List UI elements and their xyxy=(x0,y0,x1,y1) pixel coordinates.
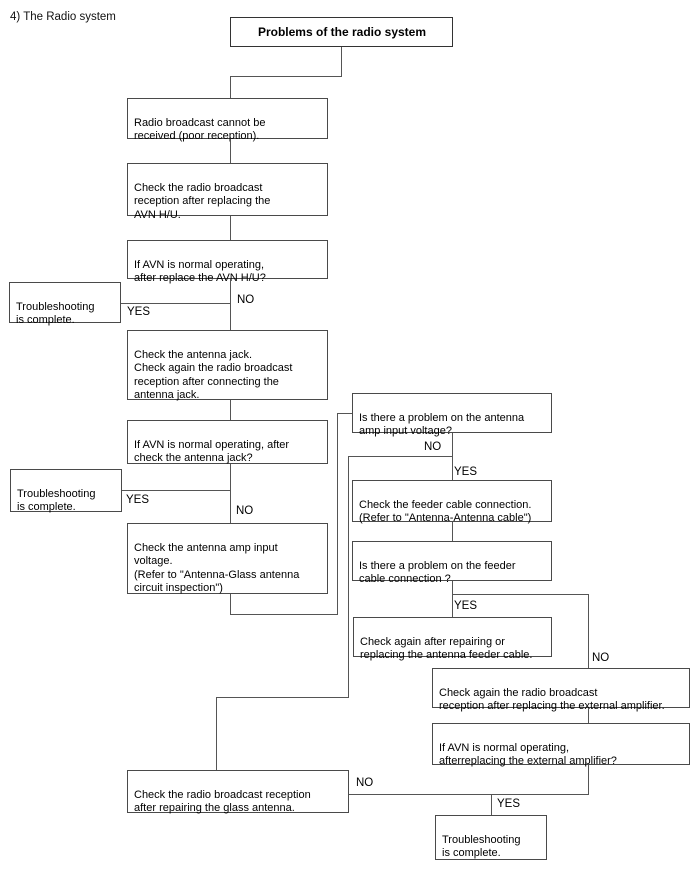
connector-glass-entry-run xyxy=(216,697,349,698)
flow-node-title: Problems of the radio system xyxy=(230,17,453,47)
flow-node-symptom: Radio broadcast cannot be received (poor… xyxy=(127,98,328,142)
flow-node-jack-ok: If AVN is normal operating, after check … xyxy=(127,420,328,464)
connector-hu-to-question xyxy=(230,216,231,240)
connector-title-elbow xyxy=(230,76,342,77)
connector-jack-no-drop xyxy=(230,464,231,523)
flow-node-ext-amp-ok: If AVN is normal operating, afterreplaci… xyxy=(432,723,690,768)
label-hu-no: NO xyxy=(237,294,255,306)
connector-title-drop xyxy=(341,47,342,76)
flow-node-complete-2-text: Troubleshooting is complete. xyxy=(17,487,96,514)
flow-node-voltage-problem-text: Is there a problem on the antenna amp in… xyxy=(359,411,525,438)
connector-extamp-to-question xyxy=(588,708,589,723)
connector-voltage-question-entry xyxy=(337,413,352,414)
connector-feeder-to-question xyxy=(452,522,453,541)
label-extamp-no: NO xyxy=(356,777,374,789)
flow-node-complete-1-text: Troubleshooting is complete. xyxy=(16,300,95,327)
flow-node-feeder-problem-text: Is there a problem on the feeder cable c… xyxy=(359,559,516,586)
flow-node-jack-ok-text: If AVN is normal operating, after check … xyxy=(134,438,290,465)
flow-node-hu-ok-text: If AVN is normal operating, after replac… xyxy=(134,258,266,285)
flow-node-amp-voltage: Check the antenna amp input voltage. (Re… xyxy=(127,523,328,594)
flow-node-replace-hu-text: Check the radio broadcast reception afte… xyxy=(134,181,271,221)
connector-extamp-no-run xyxy=(349,794,589,795)
connector-hu-yes-branch xyxy=(121,303,230,304)
flow-node-replace-hu: Check the radio broadcast reception afte… xyxy=(127,163,328,221)
flow-node-feeder-check: Check the feeder cable connection. (Refe… xyxy=(352,480,552,525)
connector-extamp-exit-drop xyxy=(588,765,589,794)
label-voltage-no: NO xyxy=(424,441,442,453)
connector-voltage-no-drop xyxy=(348,456,349,697)
label-feeder-yes: YES xyxy=(454,600,478,612)
flow-node-feeder-repair: Check again after repairing or replacing… xyxy=(353,617,552,661)
label-jack-yes: YES xyxy=(126,494,150,506)
flow-node-symptom-text: Radio broadcast cannot be received (poor… xyxy=(134,116,266,143)
connector-voltage-exit-run xyxy=(230,614,338,615)
flow-node-antenna-jack: Check the antenna jack. Check again the … xyxy=(127,330,328,402)
flow-node-glass-repair-text: Check the radio broadcast reception afte… xyxy=(134,788,311,815)
connector-complete3-yes-drop xyxy=(491,794,492,815)
flow-node-complete-3: Troubleshooting is complete. xyxy=(435,815,547,860)
label-hu-yes: YES xyxy=(127,306,151,318)
flow-node-ext-amp-ok-text: If AVN is normal operating, afterreplaci… xyxy=(439,741,617,768)
label-voltage-yes: YES xyxy=(454,466,478,478)
connector-symptom-entry xyxy=(230,76,231,98)
connector-jack-yes-branch xyxy=(122,490,230,491)
connector-feeder-no-branch xyxy=(452,594,588,595)
flow-node-complete-3-text: Troubleshooting is complete. xyxy=(442,833,521,860)
label-jack-no: NO xyxy=(236,505,254,517)
flow-node-feeder-repair-text: Check again after repairing or replacing… xyxy=(360,635,533,662)
flow-node-feeder-check-text: Check the feeder cable connection. (Refe… xyxy=(359,498,532,525)
flow-node-voltage-problem: Is there a problem on the antenna amp in… xyxy=(352,393,552,437)
flow-node-title-text: Problems of the radio system xyxy=(257,24,427,39)
section-heading: 4) The Radio system xyxy=(10,11,116,23)
flow-node-ext-amp-replace: Check again the radio broadcast receptio… xyxy=(432,668,690,712)
connector-voltage-riser xyxy=(337,413,338,615)
flow-node-antenna-jack-text: Check the antenna jack. Check again the … xyxy=(134,348,293,402)
connector-voltage-exit-drop xyxy=(230,594,231,615)
flow-node-complete-1: Troubleshooting is complete. xyxy=(9,282,121,326)
flow-node-ext-amp-replace-text: Check again the radio broadcast receptio… xyxy=(439,686,665,713)
connector-hu-no-drop xyxy=(230,279,231,330)
flow-node-hu-ok: If AVN is normal operating, after replac… xyxy=(127,240,328,284)
label-extamp-yes: YES xyxy=(497,798,521,810)
flow-node-glass-repair: Check the radio broadcast reception afte… xyxy=(127,770,349,815)
label-feeder-no: NO xyxy=(592,652,610,664)
connector-feeder-no-drop xyxy=(588,594,589,668)
flow-node-amp-voltage-text: Check the antenna amp input voltage. (Re… xyxy=(134,541,300,595)
connector-jack-to-question xyxy=(230,400,231,420)
flow-node-feeder-problem: Is there a problem on the feeder cable c… xyxy=(352,541,552,585)
connector-feeder-yes-drop xyxy=(452,581,453,617)
connector-voltage-no-branch xyxy=(348,456,453,457)
connector-glass-entry-drop xyxy=(216,697,217,770)
connector-symptom-to-hu xyxy=(230,139,231,163)
flow-node-complete-2: Troubleshooting is complete. xyxy=(10,469,122,514)
